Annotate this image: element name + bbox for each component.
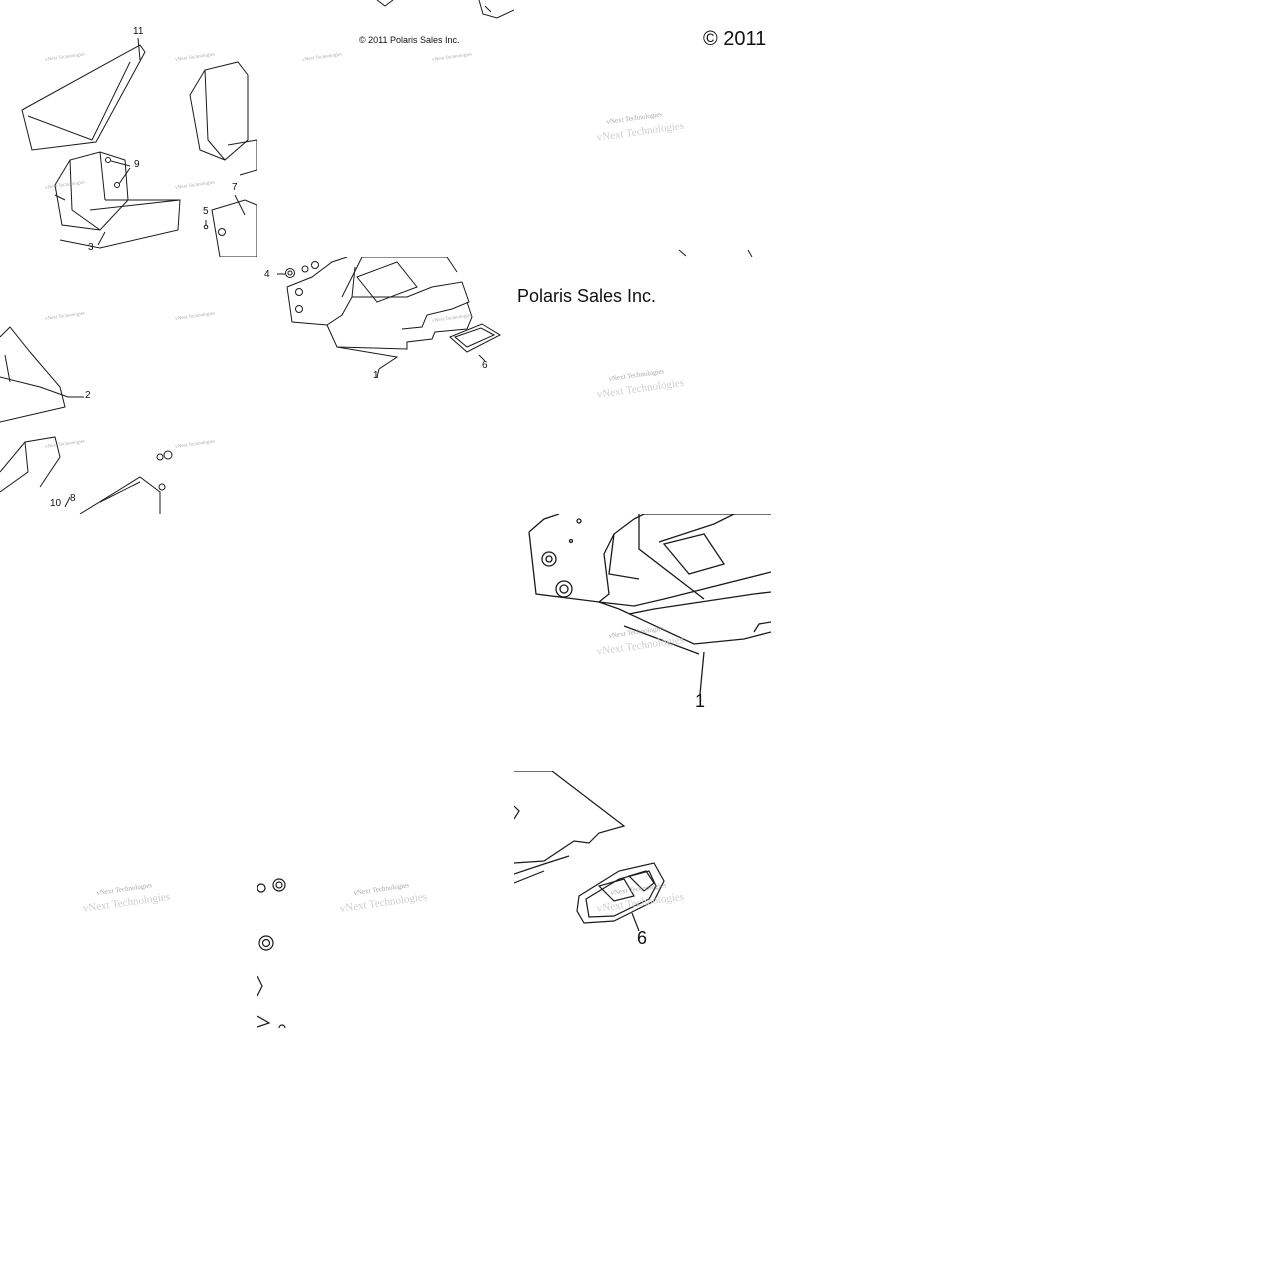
callout-2: 2 <box>85 390 91 401</box>
copyright-company-large: Polaris Sales Inc. <box>517 286 657 306</box>
callout-5: 5 <box>203 206 209 217</box>
panel-drawing-zoom-pad <box>514 771 665 932</box>
callout-6: 6 <box>482 360 488 371</box>
copyright-year-large: © 2011 <box>703 28 767 50</box>
callout-1-zoom: 1 <box>695 691 706 711</box>
panel-drawing-top-strip <box>376 0 514 19</box>
callout-7: 7 <box>232 182 238 193</box>
callout-6-zoom: 6 <box>637 928 648 948</box>
panel-drawing-upper <box>21 37 257 257</box>
panel-drawing-copyright-area <box>678 249 753 257</box>
diagram-tile-zoom-pad: 6 vNext Technologies vNext Technologies <box>514 771 771 1028</box>
copyright-small: © 2011 Polaris Sales Inc. <box>359 35 460 45</box>
diagram-tile-floor-panel: 4 1 6 vNext Technologies <box>257 257 514 514</box>
diagram-tile-company: Polaris Sales Inc. vNext Technologies vN… <box>514 257 771 514</box>
diagram-tile-overview-left: 11 9 7 5 3 vNext Technologies vNext Tech… <box>0 0 257 257</box>
watermark-ghost: vNext Technologies <box>82 890 171 915</box>
callout-8: 8 <box>70 493 76 504</box>
panel-drawing-lower-left <box>0 326 173 514</box>
callout-10: 10 <box>50 498 62 509</box>
diagram-tile-blank-left: vNext Technologies vNext Technologies <box>0 771 257 1028</box>
diagram-tile-seat-lower: 2 10 8 vNext Technologies vNext Technolo… <box>0 257 257 514</box>
callout-3: 3 <box>88 242 94 253</box>
panel-drawing-floor <box>277 257 502 378</box>
callout-11: 11 <box>133 26 144 37</box>
diagram-tile-zoom-nuts: vNext Technologies vNext Technologies <box>257 771 514 1028</box>
callout-9: 9 <box>134 159 140 170</box>
diagram-tile-overview-top: © 2011 Polaris Sales Inc. vNext Technolo… <box>257 0 514 257</box>
callout-4: 4 <box>264 269 270 280</box>
callout-1: 1 <box>373 370 379 381</box>
panel-drawing-zoom-floor <box>528 514 771 695</box>
diagram-tile-copyright: © 2011 vNext Technologies vNext Technolo… <box>514 0 771 257</box>
panel-drawing-zoom-nuts <box>257 878 286 1028</box>
diagram-tile-zoom-panel: 1 vNext Technologies vNext Technologies <box>514 514 771 771</box>
